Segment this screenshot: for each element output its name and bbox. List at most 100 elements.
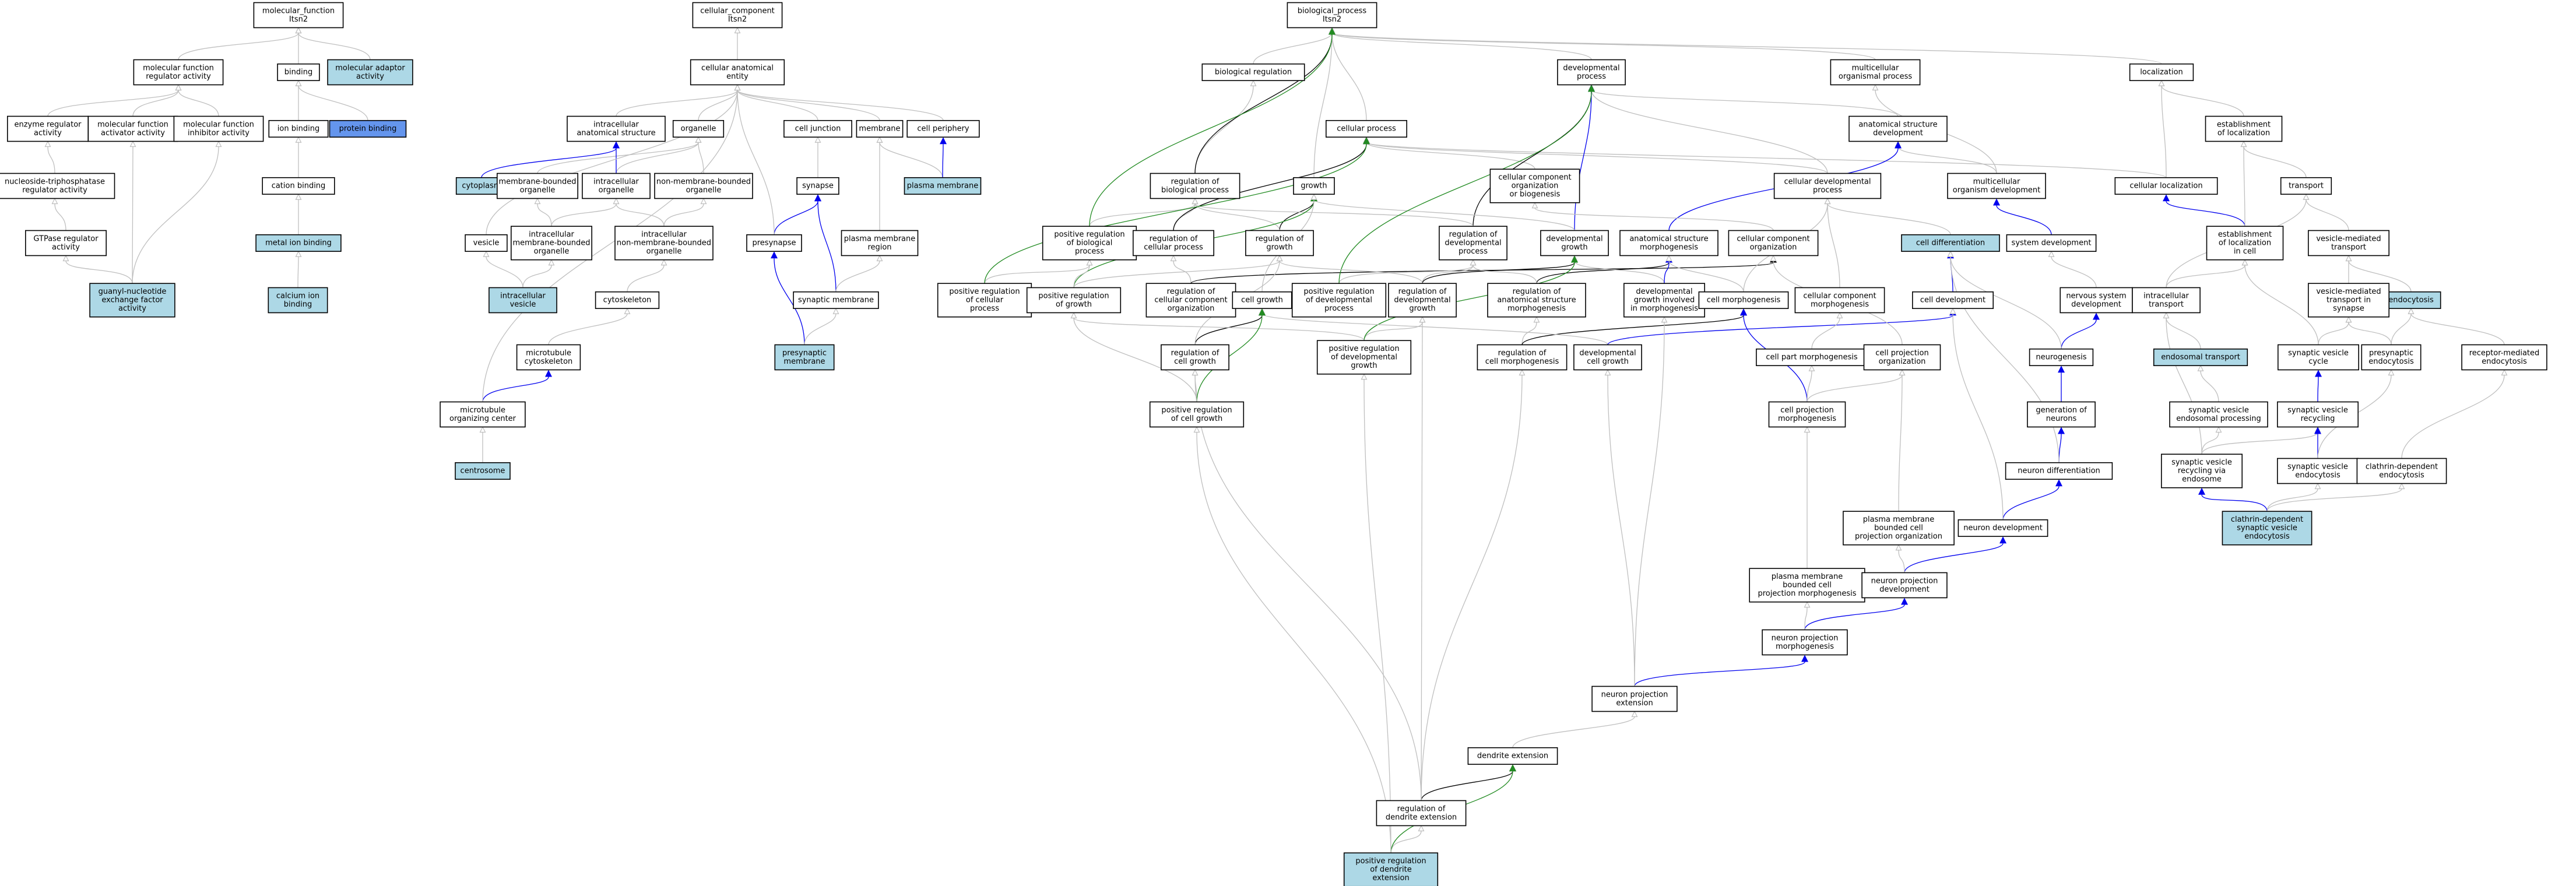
go-term-node-metal-ion-binding[interactable]: metal ion binding	[255, 234, 342, 252]
go-term-node-neuron-development[interactable]: neuron development	[1958, 519, 2048, 537]
go-term-node-growth[interactable]: growth	[1293, 177, 1335, 195]
go-term-node-presynapse[interactable]: presynapse	[746, 234, 802, 252]
go-term-node-synaptic-membrane[interactable]: synaptic membrane	[793, 291, 879, 310]
go-term-node-neuron-differentiation[interactable]: neuron differentiation	[2005, 462, 2113, 480]
go-term-node-intracellular-non-membrane-bounded-organelle[interactable]: intracellularnon-membrane-boundedorganel…	[614, 226, 714, 261]
go-term-node-cell-morphogenesis[interactable]: cell morphogenesis	[1698, 291, 1789, 310]
go-term-node-cytoskeleton[interactable]: cytoskeleton	[595, 291, 660, 310]
go-term-node-vesicle[interactable]: vesicle	[465, 234, 508, 252]
go-term-node-cation-binding[interactable]: cation binding	[262, 177, 335, 195]
go-term-node-cellular-localization[interactable]: cellular localization	[2114, 177, 2218, 195]
go-term-node-cell-growth[interactable]: cell growth	[1232, 291, 1292, 310]
go-term-node-biological-regulation[interactable]: biological regulation	[1201, 63, 1305, 82]
go-term-node-centrosome[interactable]: centrosome	[455, 462, 511, 480]
go-term-node-transport[interactable]: transport	[2280, 177, 2332, 195]
go-term-node-ion-binding[interactable]: ion binding	[268, 119, 329, 138]
go-term-node-cell-differentiation[interactable]: cell differentiation	[1901, 234, 2000, 252]
go-term-node-dendrite-extension[interactable]: dendrite extension	[1467, 747, 1558, 765]
go-term-node-synapse[interactable]: synapse	[796, 177, 839, 195]
go-term-node-cell-junction[interactable]: cell junction	[783, 119, 852, 138]
go-term-node-localization[interactable]: localization	[2129, 63, 2194, 82]
go-term-node-organelle[interactable]: organelle	[672, 119, 725, 138]
go-term-node-binding[interactable]: binding	[277, 63, 320, 82]
go-term-node-cellular-process[interactable]: cellular process	[1326, 119, 1408, 138]
go-term-node-endocytosis[interactable]: endocytosis	[2381, 291, 2441, 310]
go-term-node-membrane[interactable]: membrane	[856, 119, 904, 138]
go-term-node-cell-development[interactable]: cell development	[1912, 291, 1994, 310]
go-term-node-protein-binding[interactable]: protein binding	[329, 119, 407, 138]
go-term-node-neurogenesis[interactable]: neurogenesis	[2029, 348, 2094, 367]
go-term-node-cell-part-morphogenesis[interactable]: cell part morphogenesis	[1756, 348, 1868, 367]
go-term-node-plasma-membrane[interactable]: plasma membrane	[904, 177, 982, 195]
